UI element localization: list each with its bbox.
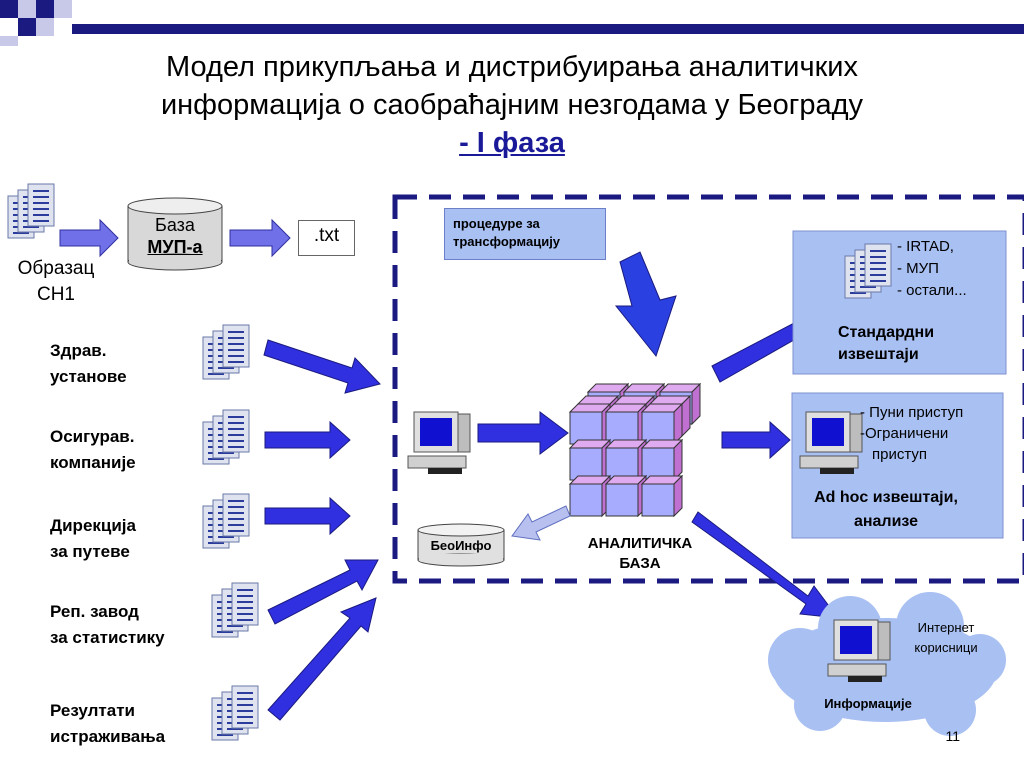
procedures-box: процедуре за трансформацију: [444, 208, 606, 260]
osigur-doc-icon: [203, 410, 249, 464]
source-direkcija-line1: Дирекција: [50, 516, 136, 535]
standard-reports-panel: [792, 230, 1007, 375]
standard-reports-title: Стандардни извештаји: [838, 322, 934, 366]
baza-mup-cylinder: [127, 197, 223, 271]
standard-reports-title-line1: Стандардни: [838, 324, 935, 341]
slide-title: Модел прикупљања и дистрибуирања аналити…: [0, 48, 1024, 162]
source-zdrav: Здрав. установе: [50, 338, 127, 390]
title-line-1: Модел прикупљања и дистрибуирања аналити…: [166, 51, 858, 83]
analytic-db-line2: БАЗА: [619, 555, 661, 572]
obrazac-label: Образац СН1: [17, 258, 95, 305]
analytic-cube: [569, 383, 701, 517]
rzs-doc-icon: [212, 583, 258, 637]
report-item-others: - остали...: [897, 282, 967, 299]
adhoc-pc-icon: [799, 411, 863, 475]
internet-users-label: Интернет корисници: [896, 618, 996, 658]
adhoc-title-line1: Ad hoc извештаји,: [814, 489, 958, 506]
analytic-db-line1: АНАЛИТИЧКА: [587, 535, 693, 552]
source-rzs: Реп. завод за статистику: [50, 599, 165, 651]
page-number: 11: [945, 728, 960, 744]
report-item-mup: - МУП: [897, 260, 939, 277]
source-zdrav-line1: Здрав.: [50, 341, 107, 360]
baza-mup-line1: База: [155, 215, 195, 235]
rezultati-doc-icon: [212, 686, 258, 740]
title-line-2: информација о саобраћајним незгодама у Б…: [160, 89, 864, 121]
internet-line1: Интернет: [917, 620, 975, 635]
direkcija-doc-icon: [203, 494, 249, 548]
adhoc-item-limited: -Ограничени: [860, 425, 949, 442]
standard-reports-title-line2: извештаји: [838, 346, 919, 363]
adhoc-title: Ad hoc извештаји, анализе: [796, 486, 976, 534]
zdrav-doc-icon: [203, 325, 249, 379]
adhoc-item-access: приступ: [872, 446, 928, 463]
txt-file-box: .txt: [298, 220, 355, 256]
baza-mup-label: База МУП-а: [128, 214, 222, 258]
source-direkcija-line2: за путеве: [50, 542, 130, 561]
source-rezultati-line2: истраживања: [50, 727, 166, 746]
internet-info-label: Информације: [824, 696, 912, 711]
source-osigur-line1: Осигурав.: [50, 427, 135, 446]
source-rezultati: Резултати истраживања: [50, 698, 165, 750]
corner-decoration: [0, 0, 1024, 46]
adhoc-access-list: - Пуни приступ -Ограничени приступ: [860, 402, 963, 465]
standard-reports-list: - IRTAD, - МУП - остали...: [897, 236, 967, 302]
procedures-line1: процедуре за: [453, 216, 540, 231]
obrazac-doc-icon: [8, 184, 54, 238]
workstation-icon: [407, 411, 471, 475]
source-zdrav-line2: установе: [50, 367, 127, 386]
source-osigur: Осигурав. компаније: [50, 424, 136, 476]
report-item-irtad: - IRTAD,: [897, 238, 954, 255]
adhoc-item-full: - Пуни приступ: [860, 404, 964, 421]
beoinfo-label: БеоИнфо: [430, 538, 492, 553]
source-direkcija: Дирекција за путеве: [50, 513, 136, 565]
analytic-db-label: АНАЛИТИЧКА БАЗА: [560, 534, 720, 574]
source-osigur-line2: компаније: [50, 453, 136, 472]
procedures-line2: трансформацију: [453, 234, 561, 249]
internet-line2: корисници: [914, 640, 978, 655]
title-line-3: - I фаза: [459, 127, 565, 159]
source-rezultati-line1: Резултати: [50, 701, 135, 720]
beoinfo-cylinder: [417, 523, 505, 567]
internet-pc-icon: [827, 619, 891, 683]
baza-mup-line2: МУП-а: [147, 237, 203, 257]
source-rzs-line2: за статистику: [50, 628, 165, 647]
adhoc-title-line2: анализе: [853, 513, 919, 530]
source-rzs-line1: Реп. завод: [50, 602, 139, 621]
